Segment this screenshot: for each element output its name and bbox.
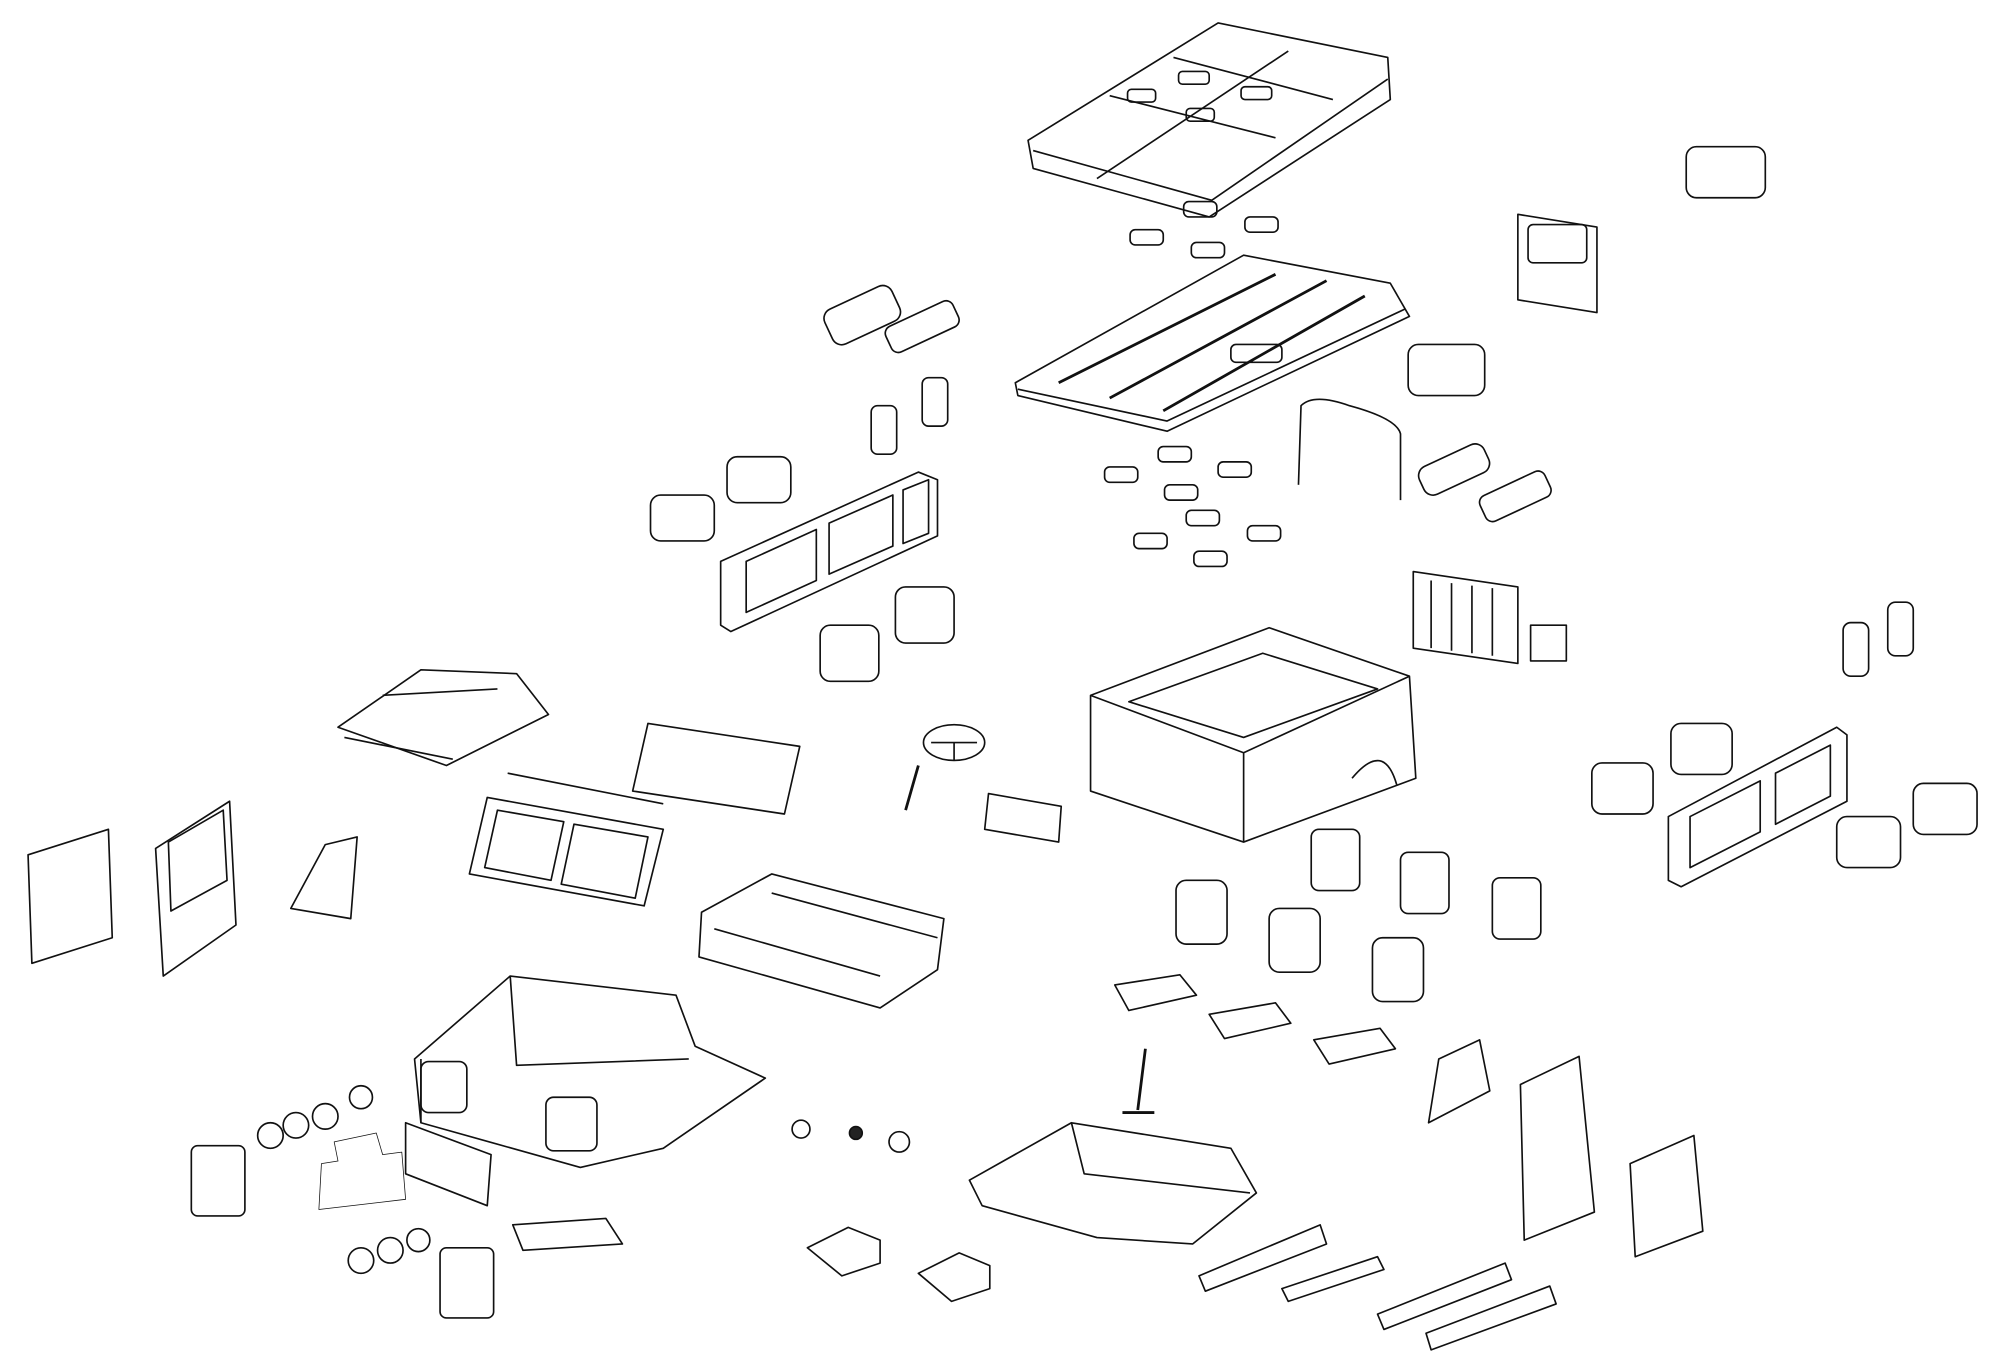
roll-bar — [1297, 398, 1402, 501]
dashboard — [698, 873, 945, 1009]
hard-top-roof — [1014, 254, 1411, 433]
seat-set — [1113, 828, 1542, 1065]
rear-right-door — [1629, 1134, 1704, 1258]
small-window-set — [823, 284, 1552, 523]
door-glass — [1427, 1038, 1491, 1124]
rear-window-glass — [1685, 145, 1767, 199]
outer-roof-panel — [1027, 22, 1392, 218]
roof-vent-set — [1103, 200, 1282, 568]
floor-pan — [968, 1121, 1258, 1245]
chassis-rails — [1198, 1223, 1557, 1351]
quarter-glass — [289, 836, 358, 920]
front-grille-panel — [318, 1121, 492, 1210]
front-right-door — [1519, 1055, 1596, 1241]
headlamp-rings — [256, 1084, 911, 1275]
rear-left-door — [27, 828, 114, 965]
footwell-boxes — [511, 1217, 991, 1303]
windscreen-glass — [631, 722, 801, 815]
front-left-door — [154, 800, 237, 977]
gear-lever — [1122, 1048, 1155, 1114]
right-body-side-panel — [1591, 601, 1978, 888]
rear-body-tub — [1089, 626, 1417, 843]
side-window-rear — [1407, 343, 1486, 397]
steering-wheel — [904, 723, 986, 811]
left-body-side-panel — [649, 455, 955, 683]
bonnet — [337, 668, 550, 767]
instrument-panel — [983, 792, 1063, 843]
wing-panels — [190, 1144, 495, 1319]
windscreen-frame — [468, 772, 665, 907]
rear-tailgate — [1412, 570, 1568, 665]
front-body-bulkhead — [413, 975, 767, 1169]
rear-door-panel — [1517, 213, 1598, 314]
